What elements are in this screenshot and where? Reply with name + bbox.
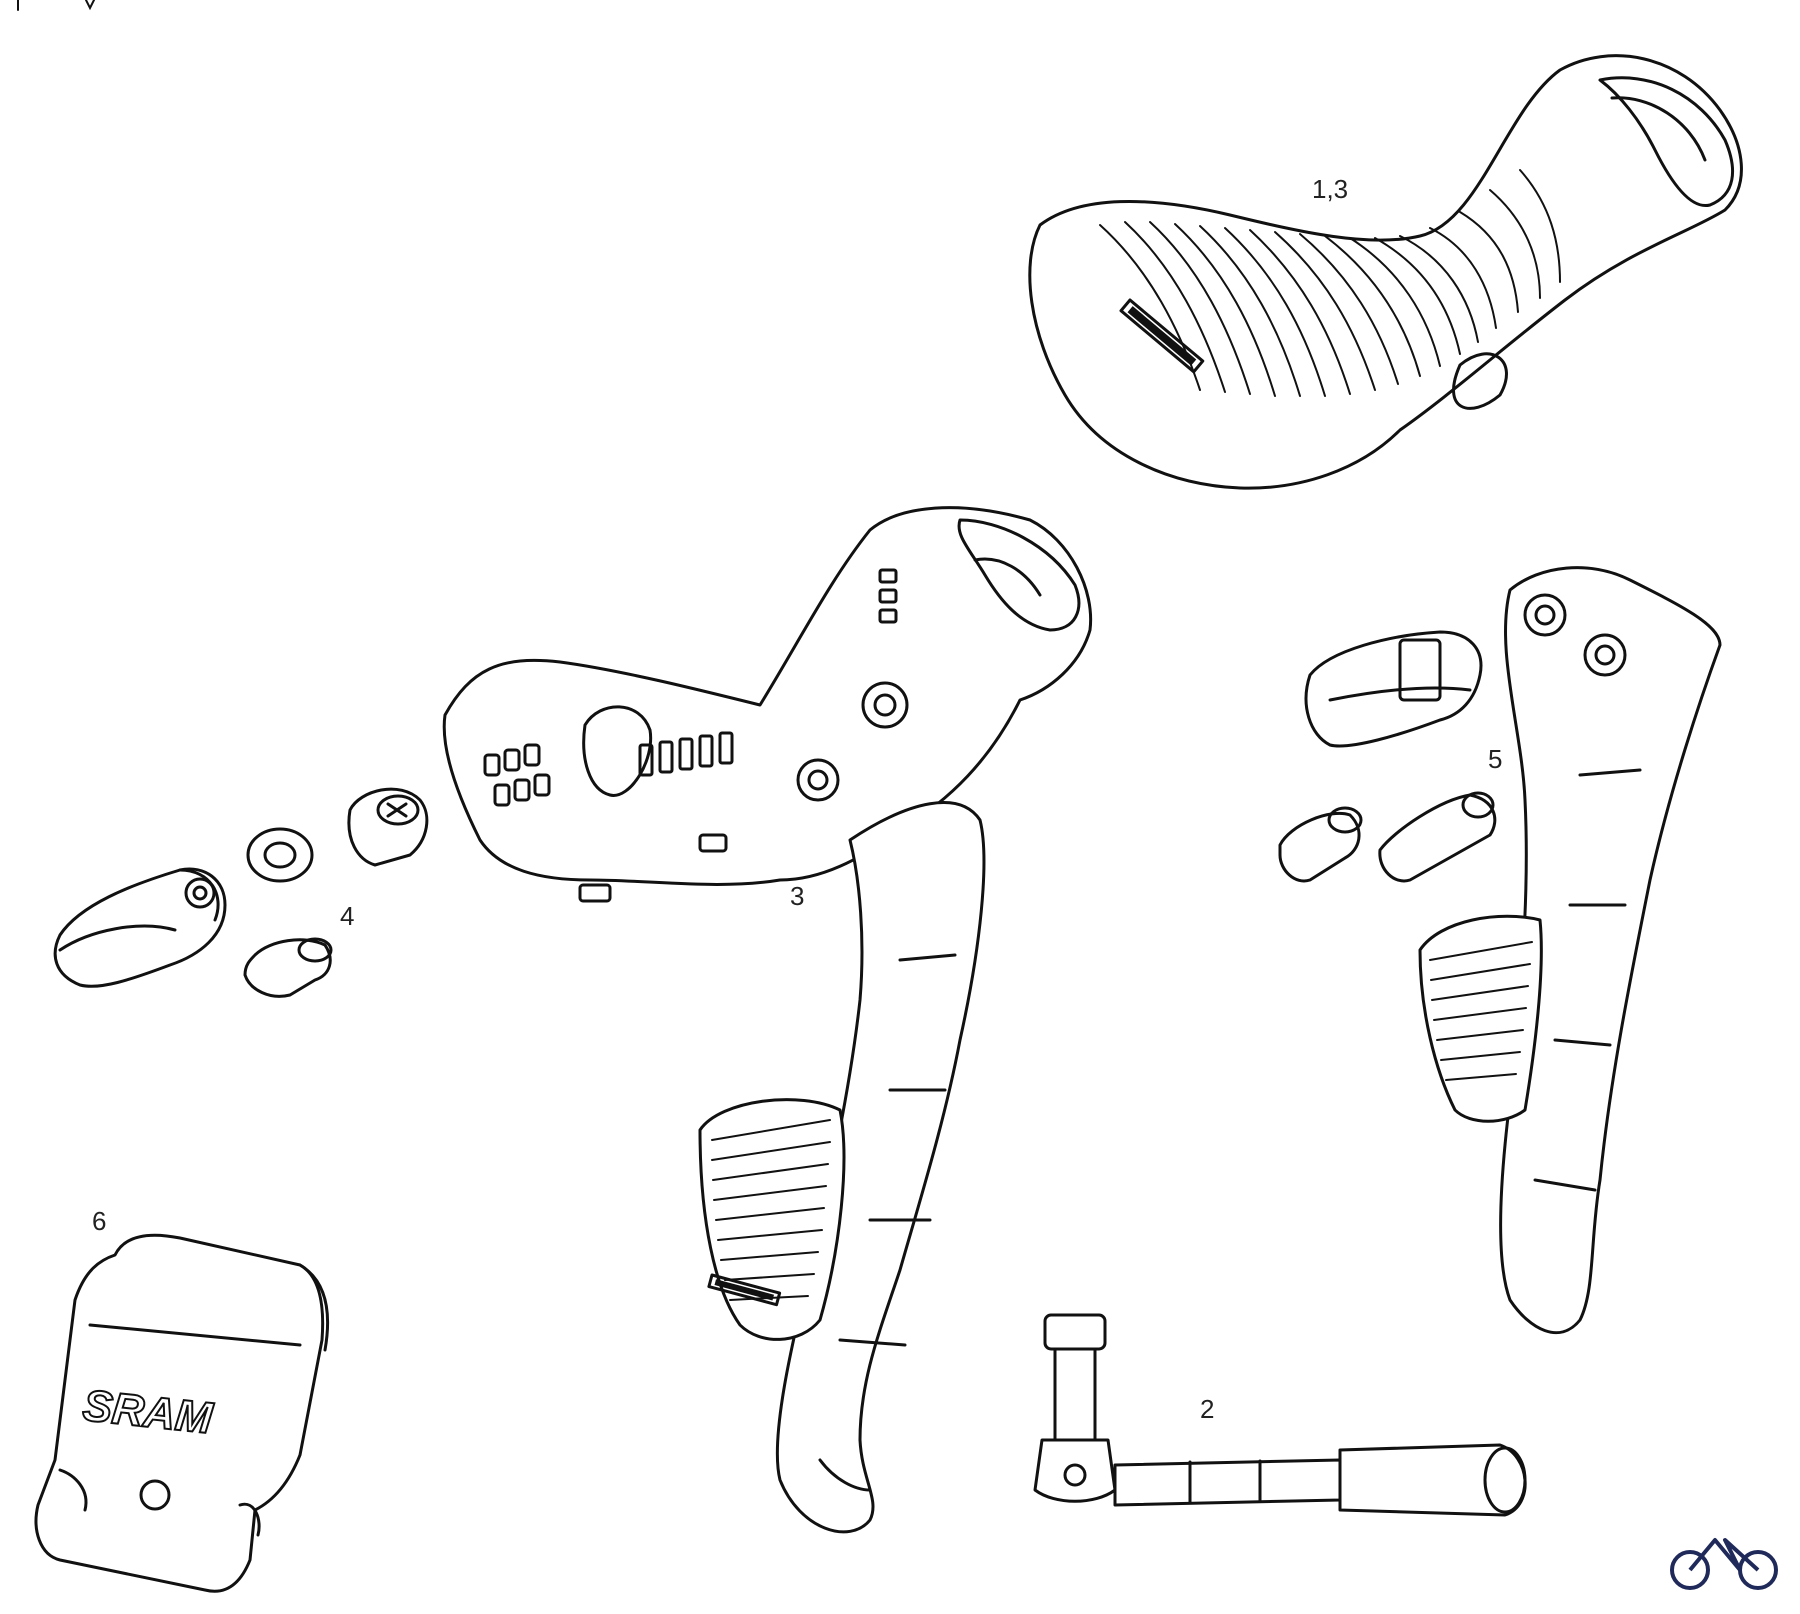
hood-cover: 1,3 xyxy=(1028,54,1743,490)
clamp-hardware: 4 xyxy=(53,787,429,998)
callout-clamp-hardware: 4 xyxy=(340,901,354,931)
shift-paddle-ribs xyxy=(711,1119,831,1301)
shifter-body: 3 xyxy=(442,506,1093,1534)
lever-hardware: 5 xyxy=(1278,566,1722,1335)
hood-logo xyxy=(1119,298,1205,374)
body-window-grid xyxy=(483,568,898,903)
callout-shifter-body: 3 xyxy=(790,881,804,911)
hydraulic-hose-fitting: 2 xyxy=(1033,1313,1527,1517)
paddle-logo xyxy=(707,1273,782,1307)
callout-lever-hardware: 5 xyxy=(1488,744,1502,774)
edge-fragment xyxy=(17,0,95,11)
callout-hydraulic-hose-fitting: 2 xyxy=(1200,1394,1214,1424)
hood-grip-ribs xyxy=(1099,169,1561,397)
callout-battery-cover: 6 xyxy=(92,1206,106,1236)
battery-cover: SRAM 6 xyxy=(34,1206,330,1593)
bicycle-icon xyxy=(1670,1538,1778,1590)
alt-paddle-ribs xyxy=(1429,941,1533,1081)
callout-hood-cover: 1,3 xyxy=(1312,174,1348,204)
